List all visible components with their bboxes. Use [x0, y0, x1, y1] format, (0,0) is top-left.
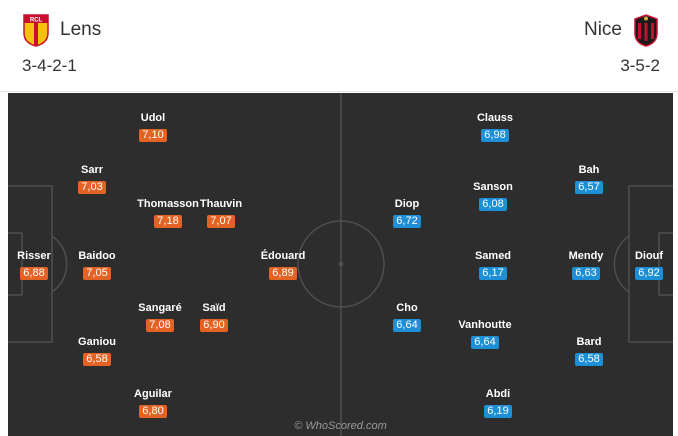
player-aguilar[interactable]: Aguilar 6,80: [113, 388, 193, 419]
player-edouard[interactable]: Édouard 6,89: [243, 250, 323, 281]
player-rating: 6,90: [200, 319, 228, 332]
player-rating: 6,89: [269, 267, 297, 280]
player-diop[interactable]: Diop 6,72: [367, 198, 447, 229]
player-name: Saïd: [202, 302, 226, 314]
player-bah[interactable]: Bah 6,57: [549, 164, 629, 195]
player-rating: 6,92: [635, 267, 663, 280]
player-name: Diouf: [634, 250, 664, 262]
player-rating: 7,08: [146, 319, 174, 332]
player-name: Diop: [394, 198, 420, 210]
player-name: Vanhoutte: [458, 319, 512, 331]
away-formation: 3-5-2: [620, 56, 660, 75]
player-name: Sangaré: [138, 302, 182, 314]
pitch: Risser 6,88 Udol 7,10 Sarr 7,03 Baidoo 7…: [8, 93, 673, 436]
away-team: Nice 3-5-2: [584, 10, 660, 76]
player-rating: 6,63: [572, 267, 600, 280]
player-name: Aguilar: [134, 388, 172, 400]
nice-crest-icon: [634, 14, 658, 47]
svg-text:RCL: RCL: [30, 18, 43, 24]
player-name: Risser: [17, 250, 51, 262]
player-name: Mendy: [568, 250, 604, 262]
player-rating: 7,18: [154, 215, 182, 228]
player-rating: 6,58: [83, 353, 111, 366]
home-formation: 3-4-2-1: [22, 56, 77, 75]
player-cho[interactable]: Cho 6,64: [367, 302, 447, 333]
player-sangare[interactable]: Sangaré 7,08: [120, 302, 200, 333]
player-rating: 6,58: [575, 353, 603, 366]
player-sarr[interactable]: Sarr 7,03: [52, 164, 132, 195]
player-sanson[interactable]: Sanson 6,08: [453, 181, 533, 212]
player-name: Clauss: [476, 112, 514, 124]
player-rating: 6,98: [481, 129, 509, 142]
pitch-markings: [8, 93, 673, 436]
player-rating: 6,08: [479, 198, 507, 211]
player-thauvin[interactable]: Thauvin 7,07: [181, 198, 261, 229]
player-baidoo[interactable]: Baidoo 7,05: [57, 250, 137, 281]
player-clauss[interactable]: Clauss 6,98: [455, 112, 535, 143]
player-name: Thauvin: [199, 198, 243, 210]
player-rating: 6,17: [479, 267, 507, 280]
player-ganiou[interactable]: Ganiou 6,58: [57, 336, 137, 367]
player-rating: 6,57: [575, 181, 603, 194]
player-said[interactable]: Saïd 6,90: [174, 302, 254, 333]
player-name: Abdi: [485, 388, 511, 400]
player-name: Thomasson: [137, 198, 199, 210]
player-diouf[interactable]: Diouf 6,92: [609, 250, 673, 281]
player-rating: 6,72: [393, 215, 421, 228]
player-name: Samed: [474, 250, 512, 262]
player-rating: 7,07: [207, 215, 235, 228]
player-rating: 7,05: [83, 267, 111, 280]
player-udol[interactable]: Udol 7,10: [113, 112, 193, 143]
player-abdi[interactable]: Abdi 6,19: [458, 388, 538, 419]
player-name: Édouard: [260, 250, 306, 262]
player-name: Bard: [576, 336, 602, 348]
player-thomasson[interactable]: Thomasson 7,18: [128, 198, 208, 229]
player-name: Udol: [140, 112, 166, 124]
player-name: Cho: [396, 302, 418, 314]
player-name: Bah: [578, 164, 600, 176]
player-name: Ganiou: [78, 336, 116, 348]
player-name: Baidoo: [78, 250, 116, 262]
player-rating: 6,80: [139, 405, 167, 418]
player-name: Sarr: [80, 164, 104, 176]
player-samed[interactable]: Samed 6,17: [453, 250, 533, 281]
watermark: © WhoScored.com: [294, 420, 387, 432]
home-team-name[interactable]: Lens: [60, 19, 102, 40]
player-rating: 7,03: [78, 181, 106, 194]
player-risser[interactable]: Risser 6,88: [8, 250, 74, 281]
player-rating: 6,19: [484, 405, 512, 418]
away-team-name[interactable]: Nice: [583, 19, 622, 40]
player-rating: 7,10: [139, 129, 167, 142]
match-header: RCL Lens 3-4-2-1 Nice 3-5-2: [0, 0, 678, 92]
player-bard[interactable]: Bard 6,58: [549, 336, 629, 367]
player-rating: 6,88: [20, 267, 48, 280]
player-rating: 6,64: [393, 319, 421, 332]
player-vanhoutte[interactable]: Vanhoutte 6,64: [445, 319, 525, 350]
player-mendy[interactable]: Mendy 6,63: [546, 250, 626, 281]
player-rating: 6,64: [471, 336, 499, 349]
lens-crest-icon: RCL: [23, 14, 49, 47]
player-name: Sanson: [473, 181, 513, 193]
home-team: RCL Lens 3-4-2-1: [22, 10, 101, 76]
